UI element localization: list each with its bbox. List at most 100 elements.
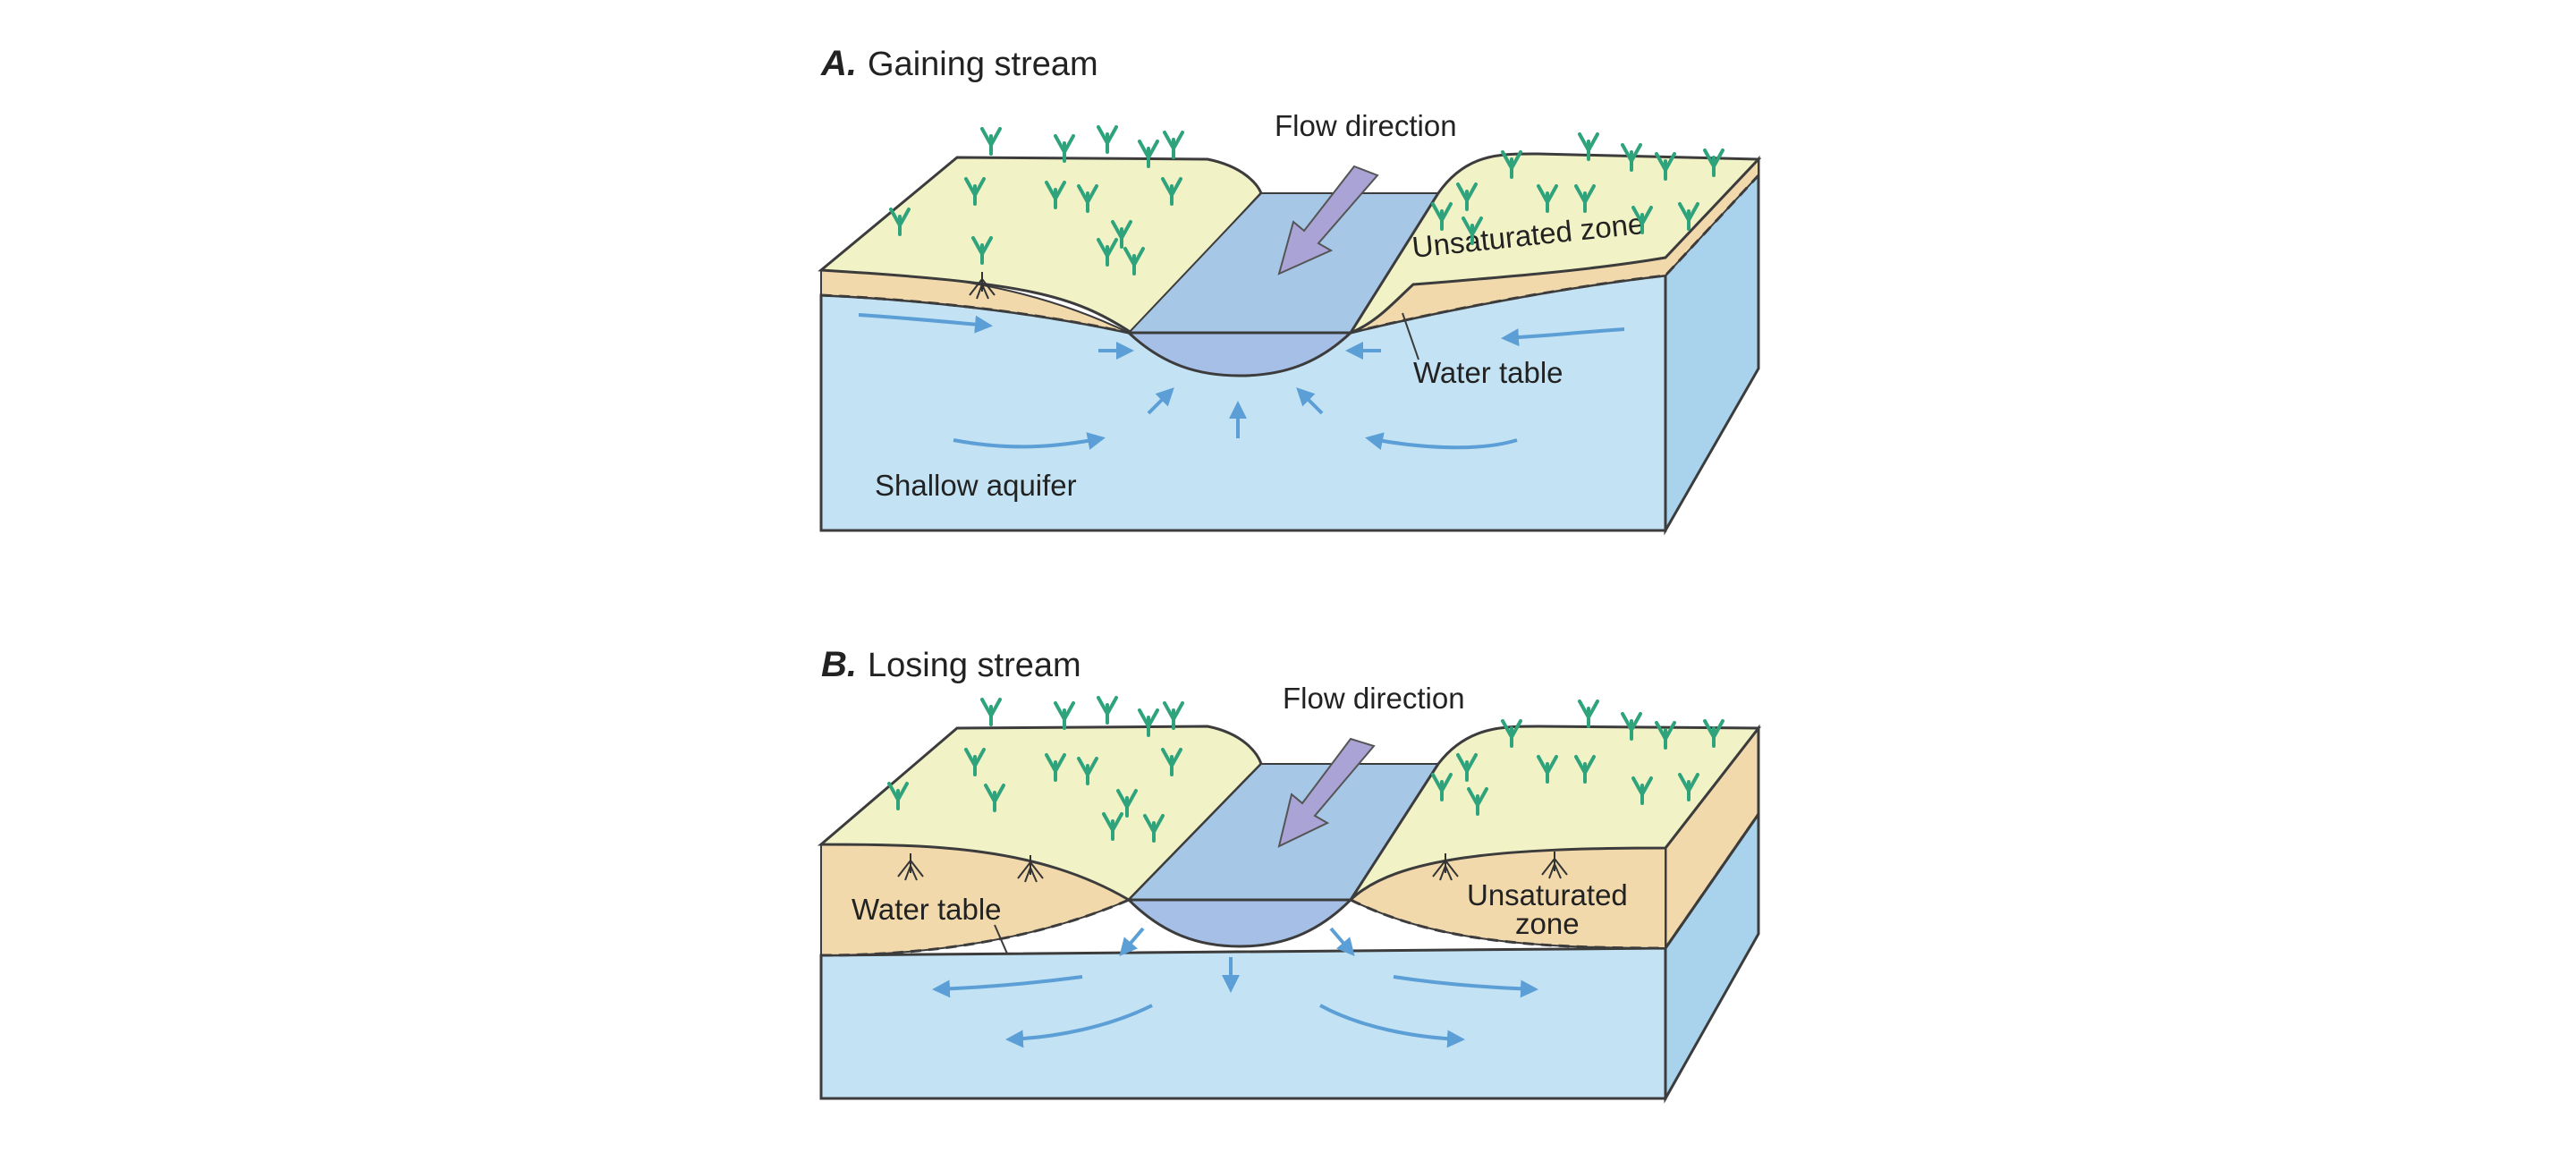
gw-arrow-b-4 xyxy=(1319,1004,1465,1048)
land-left-bank-b xyxy=(817,725,1263,902)
water-table-leader-b xyxy=(994,924,1008,954)
grass-tuft-icon xyxy=(980,127,1002,156)
stream-cross-section-a xyxy=(1125,331,1354,377)
panel-a-title: Gaining stream xyxy=(868,46,1098,83)
gw-arrow-a-4 xyxy=(1365,432,1518,450)
grass-tuft-icon xyxy=(1467,787,1488,816)
unsaturated-zone-label-b-line2: zone xyxy=(1515,907,1580,940)
grass-tuft-icon xyxy=(964,177,986,206)
water-table-label-b: Water table xyxy=(852,893,1002,926)
grass-tuft-icon xyxy=(1621,712,1642,741)
grass-tuft-icon xyxy=(1138,140,1159,168)
flow-direction-label-a: Flow direction xyxy=(1275,109,1457,142)
panel-a-gaining-stream: A. Gaining stream Flow direction xyxy=(818,44,1762,536)
grass-tuft-icon xyxy=(1578,699,1599,728)
grass-tuft-icon xyxy=(1163,701,1184,730)
grass-tuft-icon xyxy=(1501,719,1522,748)
gw-arrow-b-7 xyxy=(1329,927,1355,957)
grass-tuft-icon xyxy=(1703,719,1724,748)
flow-direction-arrow-a xyxy=(1277,165,1379,276)
grass-tuft-icon xyxy=(1077,184,1098,213)
grass-tuft-icon xyxy=(1462,216,1483,245)
groundwater-b xyxy=(819,946,1667,1100)
grass-tuft-icon xyxy=(1631,776,1653,805)
panel-b-title: Losing stream xyxy=(868,647,1081,684)
water-table-label-a: Water table xyxy=(1413,356,1563,389)
grass-tuft-icon xyxy=(1537,184,1558,213)
grass-tuft-icon xyxy=(1501,150,1522,179)
gw-arrow-b-2 xyxy=(1005,1004,1153,1048)
stream-cross-section-b xyxy=(1125,898,1354,948)
grass-tuft-icon xyxy=(1578,132,1599,161)
grass-tuft-icon xyxy=(1138,708,1159,737)
shallow-aquifer-label: Shallow aquifer xyxy=(875,469,1077,502)
roots-layer xyxy=(897,272,1568,883)
grass-tuft-icon xyxy=(1123,247,1145,276)
grass-tuft-icon xyxy=(1045,181,1066,209)
grass-tuft-icon xyxy=(1574,184,1596,213)
groundwater-arrows-a xyxy=(858,313,1625,450)
grass-tuft-icon xyxy=(1163,131,1184,159)
water-table-line-a xyxy=(820,174,1760,335)
grass-tuft-icon xyxy=(1703,148,1724,177)
grass-tuft-icon xyxy=(984,784,1005,812)
flow-direction-label-b: Flow direction xyxy=(1283,682,1465,715)
grass-tuft-icon xyxy=(1143,814,1165,843)
grass-tuft-icon xyxy=(1102,812,1123,841)
gw-arrow-b-3 xyxy=(1393,975,1538,998)
grass-tuft-icon xyxy=(1054,134,1075,163)
grass-tuft-icon xyxy=(1161,748,1182,776)
root-icon xyxy=(1541,852,1568,879)
grass-tuft-icon xyxy=(1537,755,1558,784)
grass-tuft-icon xyxy=(964,748,986,776)
grass-tuft-icon xyxy=(1111,220,1132,249)
root-icon xyxy=(897,853,924,881)
root-icon xyxy=(1017,855,1044,883)
grass-tuft-icon xyxy=(1655,721,1676,750)
grass-tuft-icon xyxy=(971,236,993,265)
gw-arrow-a-1 xyxy=(858,313,993,334)
groundwater-arrows-b xyxy=(932,927,1538,1048)
grass-tuft-icon xyxy=(1456,182,1478,211)
flow-direction-arrow-b xyxy=(1277,737,1376,848)
gw-arrow-a-2 xyxy=(1501,327,1625,347)
gw-arrow-a-9 xyxy=(1296,387,1324,415)
gw-arrow-b-1 xyxy=(932,975,1083,998)
gw-arrow-a-3 xyxy=(953,432,1106,450)
water-table-leader-a xyxy=(1402,312,1419,360)
grass-tuft-icon xyxy=(1456,753,1478,782)
unsaturated-zone-label-b-line1: Unsaturated xyxy=(1467,878,1628,911)
panel-b-losing-stream: B. Losing stream Flow direction xyxy=(817,645,1762,1104)
panel-a-letter: A. xyxy=(820,44,857,83)
grass-tuft-icon xyxy=(980,698,1002,726)
land-right-bank-a xyxy=(1347,152,1762,336)
grass-tuft-icon xyxy=(1574,755,1596,784)
grass-tuft-icon xyxy=(1077,757,1098,785)
land-left-bank-a xyxy=(818,156,1263,335)
grass-tuft-icon xyxy=(1631,206,1653,234)
grass-tuft-icon xyxy=(1161,177,1182,206)
grass-tuft-icon xyxy=(1431,202,1453,231)
root-icon xyxy=(1432,853,1459,881)
grass-tuft-icon xyxy=(1431,773,1453,801)
grass-tuft-icon xyxy=(889,208,911,236)
grass-tuft-icon xyxy=(1054,701,1075,730)
grass-tuft-icon xyxy=(1655,152,1676,181)
grass-tuft-icon xyxy=(1678,202,1699,231)
grass-tuft-icon xyxy=(1678,773,1699,801)
land-right-bank-b xyxy=(1349,725,1762,902)
grass-tuft-icon xyxy=(1045,753,1066,782)
gw-arrow-a-7 xyxy=(1147,387,1174,415)
grass-tuft-icon xyxy=(1116,789,1138,818)
root-icon xyxy=(969,272,996,300)
grass-tuft-icon xyxy=(1097,125,1118,154)
water-table-line-b xyxy=(820,813,1760,957)
grass-layer xyxy=(887,125,1724,843)
grass-tuft-icon xyxy=(887,782,909,810)
panel-b-letter: B. xyxy=(821,645,857,684)
gw-arrow-b-5 xyxy=(1119,927,1145,957)
grass-tuft-icon xyxy=(1097,238,1118,267)
grass-tuft-icon xyxy=(1621,143,1642,172)
grass-tuft-icon xyxy=(1097,696,1118,725)
